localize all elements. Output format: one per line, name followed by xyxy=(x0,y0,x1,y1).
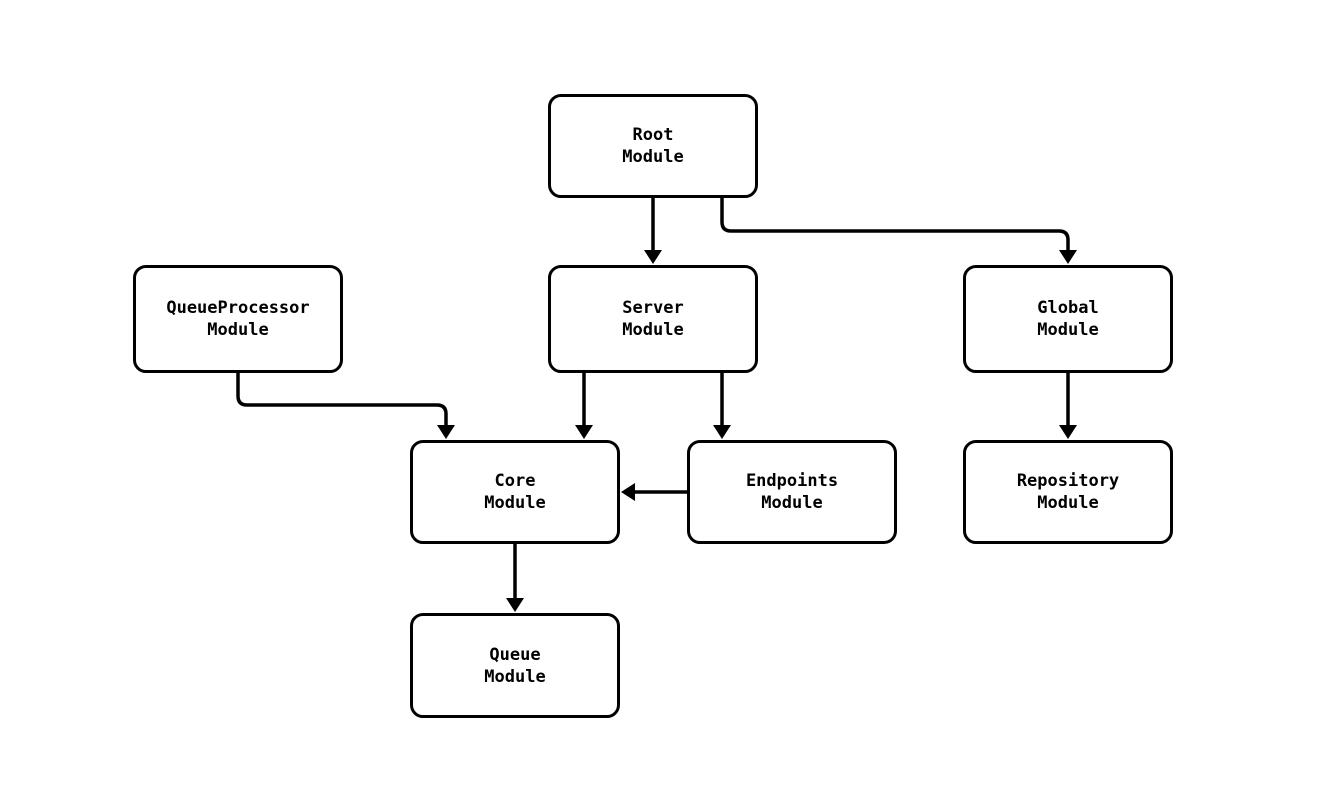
node-global-label: Global Module xyxy=(1037,298,1099,340)
arrowhead-core-to-queue xyxy=(506,598,524,612)
node-root[interactable]: Root Module xyxy=(548,94,758,198)
arrowhead-global-to-repository xyxy=(1059,425,1077,439)
node-queueprocessor[interactable]: QueueProcessor Module xyxy=(133,265,343,373)
node-queue[interactable]: Queue Module xyxy=(410,613,620,718)
node-core-label: Core Module xyxy=(484,471,546,513)
node-root-label: Root Module xyxy=(622,125,684,167)
node-endpoints-label: Endpoints Module xyxy=(745,471,839,513)
edge-root-to-global xyxy=(720,198,1070,258)
node-queue-label: Queue Module xyxy=(484,644,546,687)
node-core[interactable]: Core Module xyxy=(410,440,620,544)
node-server-label: Server Module xyxy=(622,298,684,340)
node-repository-label: Repository Module xyxy=(1016,471,1120,513)
arrowhead-endpoints-to-core xyxy=(621,483,635,501)
node-global[interactable]: Global Module xyxy=(963,265,1173,373)
node-queueprocessor-label: QueueProcessor Module xyxy=(166,298,310,340)
edge-queueprocessor-to-core xyxy=(236,373,448,433)
node-repository[interactable]: Repository Module xyxy=(963,440,1173,544)
node-endpoints[interactable]: Endpoints Module xyxy=(687,440,897,544)
arrowhead-server-to-core xyxy=(575,425,593,439)
arrowhead-queueprocessor-to-core xyxy=(437,425,455,439)
node-server[interactable]: Server Module xyxy=(548,265,758,373)
arrowhead-root-to-server xyxy=(644,250,662,264)
arrowhead-root-to-global xyxy=(1059,250,1077,264)
arrowhead-server-to-endpoints xyxy=(713,425,731,439)
